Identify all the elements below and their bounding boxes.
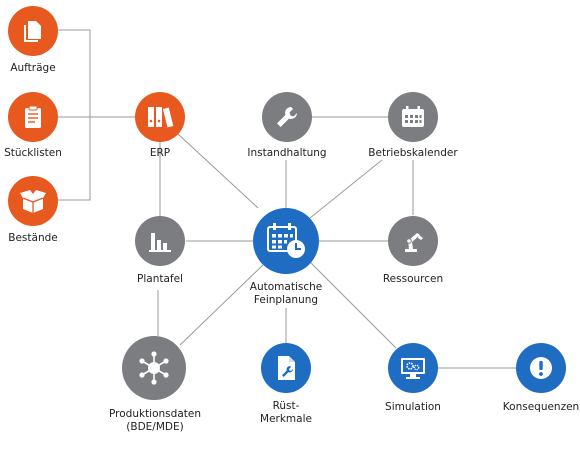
- robot-arm-icon: [405, 233, 423, 252]
- binders-icon: [148, 107, 174, 128]
- betriebskalender-label: Betriebskalender: [368, 147, 458, 159]
- stuecklisten-node[interactable]: [8, 92, 58, 142]
- auftraege-label: Aufträge: [10, 62, 56, 74]
- network-hub-icon: [139, 351, 169, 385]
- center-node[interactable]: [253, 208, 319, 274]
- center-simulation-line: [309, 261, 397, 349]
- ressourcen-label: Ressourcen: [382, 273, 444, 285]
- ruest-label: Rüst- Merkmale: [260, 400, 312, 426]
- betriebskalender-center-line: [309, 159, 383, 219]
- erp-label: ERP: [149, 147, 171, 159]
- monitor-gears-icon: [401, 358, 425, 379]
- produktionsdaten-label-line2: (BDE/MDE): [126, 421, 184, 433]
- erp-center-line: [177, 133, 259, 209]
- bar-chart-icon: [149, 233, 171, 252]
- center-produktionsdaten-line: [179, 264, 264, 346]
- instandhaltung-label: Instandhaltung: [247, 147, 327, 159]
- plantafel-label: Plantafel: [137, 273, 183, 285]
- ruest-label-line2: Merkmale: [260, 413, 312, 425]
- simulation-label: Simulation: [385, 401, 441, 413]
- produktionsdaten-node[interactable]: [122, 336, 186, 400]
- ruest-node[interactable]: [261, 343, 311, 393]
- center-label-line2: Feinplanung: [253, 294, 319, 306]
- input-bracket: [58, 29, 91, 201]
- clipboard-icon: [25, 105, 41, 128]
- exclamation-icon: [530, 357, 552, 379]
- calendar-grid-icon: [402, 106, 424, 127]
- document-stack-icon: [24, 21, 41, 42]
- simulation-node[interactable]: [388, 343, 438, 393]
- ressourcen-node[interactable]: [388, 216, 438, 266]
- bestaende-label: Bestände: [8, 232, 58, 244]
- box-icon: [20, 190, 46, 213]
- plantafel-node[interactable]: [135, 216, 185, 266]
- center-label-line1: Automatische: [249, 281, 323, 293]
- produktionsdaten-label-line1: Produktionsdaten: [109, 408, 201, 420]
- auftraege-node[interactable]: [8, 6, 58, 56]
- stuecklisten-label: Stücklisten: [4, 147, 62, 159]
- betriebskalender-node[interactable]: [388, 92, 438, 142]
- produktionsdaten-label: Produktionsdaten (BDE/MDE): [109, 408, 201, 434]
- konsequenzen-label: Konsequenzen: [502, 401, 580, 413]
- instandhaltung-node[interactable]: [262, 92, 312, 142]
- konsequenzen-node[interactable]: [516, 343, 566, 393]
- document-wrench-icon: [278, 356, 295, 380]
- bestaende-node[interactable]: [8, 176, 58, 226]
- ruest-label-line1: Rüst-: [272, 400, 300, 412]
- calendar-clock-icon: [267, 223, 305, 258]
- center-label: Automatische Feinplanung: [250, 281, 322, 307]
- wrench-icon: [277, 107, 297, 127]
- erp-node[interactable]: [135, 92, 185, 142]
